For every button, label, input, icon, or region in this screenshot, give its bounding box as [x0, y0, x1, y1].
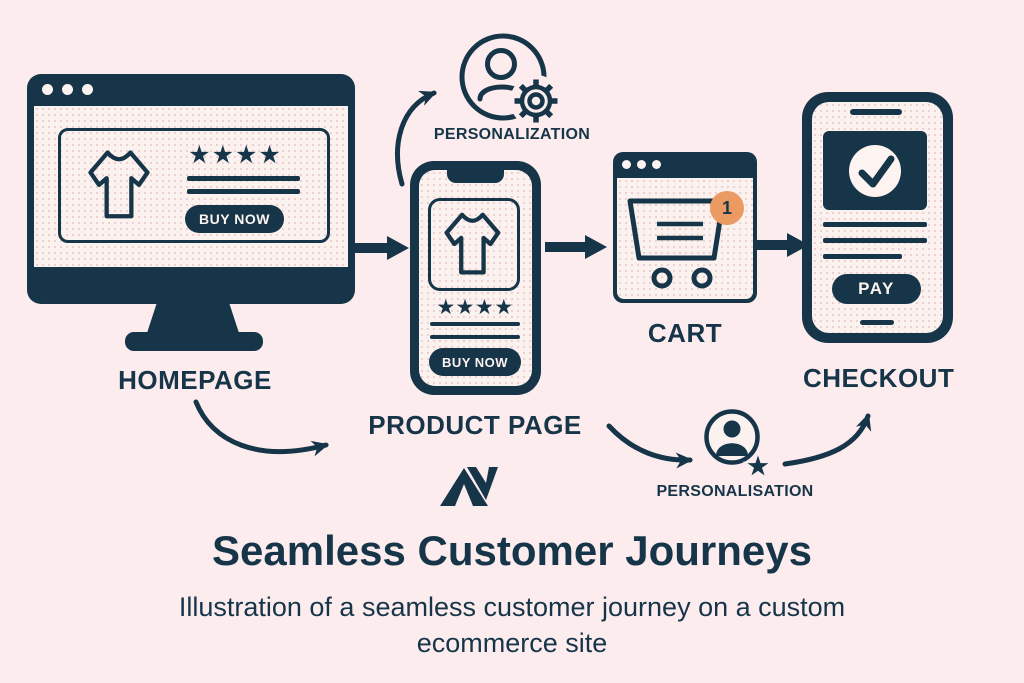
star-icon — [742, 450, 774, 480]
user-star-icon — [704, 409, 774, 480]
text-line — [823, 222, 927, 227]
pay-button: PAY — [832, 274, 921, 304]
curved-arrow-homepage-to-product-label — [193, 399, 329, 457]
text-line — [823, 254, 902, 259]
product-page-label: PRODUCT PAGE — [368, 410, 582, 440]
gear-icon — [514, 79, 558, 123]
browser-dots — [622, 160, 661, 169]
window-dot — [42, 84, 53, 95]
page-title: Seamless Customer Journeys — [212, 527, 812, 574]
window-dot — [82, 84, 93, 95]
cart-label: CART — [647, 318, 723, 348]
page-subtitle: Illustration of a seamless customer jour… — [178, 592, 846, 658]
homepage-product-card — [58, 128, 330, 243]
arrow-homepage-to-product — [348, 236, 409, 260]
phone-notch — [447, 170, 504, 183]
personalization-top-label: PERSONALIZATION — [433, 126, 591, 143]
monitor-stand — [147, 302, 239, 333]
user-gear-icon — [459, 33, 562, 127]
text-line — [187, 176, 300, 181]
checkout-label: CHECKOUT — [803, 363, 955, 393]
phone-home-bar — [860, 320, 894, 325]
curved-arrow-personalisation-to-checkout — [782, 413, 872, 467]
text-line — [823, 238, 927, 243]
confirmation-panel — [823, 131, 927, 210]
text-line — [430, 322, 520, 326]
window-dot — [637, 160, 646, 169]
window-dot — [622, 160, 631, 169]
homepage-star-rating: ★★★★ — [188, 140, 282, 169]
product-image-card — [428, 198, 520, 291]
curved-arrow-product-to-personalisation — [606, 423, 693, 469]
product-buy-now-button: BUY NOW — [429, 348, 521, 376]
arrow-product-to-cart — [545, 235, 607, 259]
product-star-rating: ★★★★ — [436, 295, 514, 319]
window-dot — [652, 160, 661, 169]
browser-dots — [42, 84, 93, 95]
personalisation-bottom-label: PERSONALISATION — [656, 483, 814, 500]
text-line — [187, 189, 300, 194]
gear-backplate — [510, 75, 562, 127]
text-line — [430, 335, 520, 339]
monitor-base — [125, 332, 263, 351]
brand-logo — [440, 466, 500, 506]
cart-count-badge: 1 — [710, 191, 744, 225]
homepage-buy-now-button: BUY NOW — [185, 205, 284, 233]
homepage-label: HOMEPAGE — [118, 365, 272, 395]
phone-speaker-bar — [850, 109, 902, 115]
window-dot — [62, 84, 73, 95]
